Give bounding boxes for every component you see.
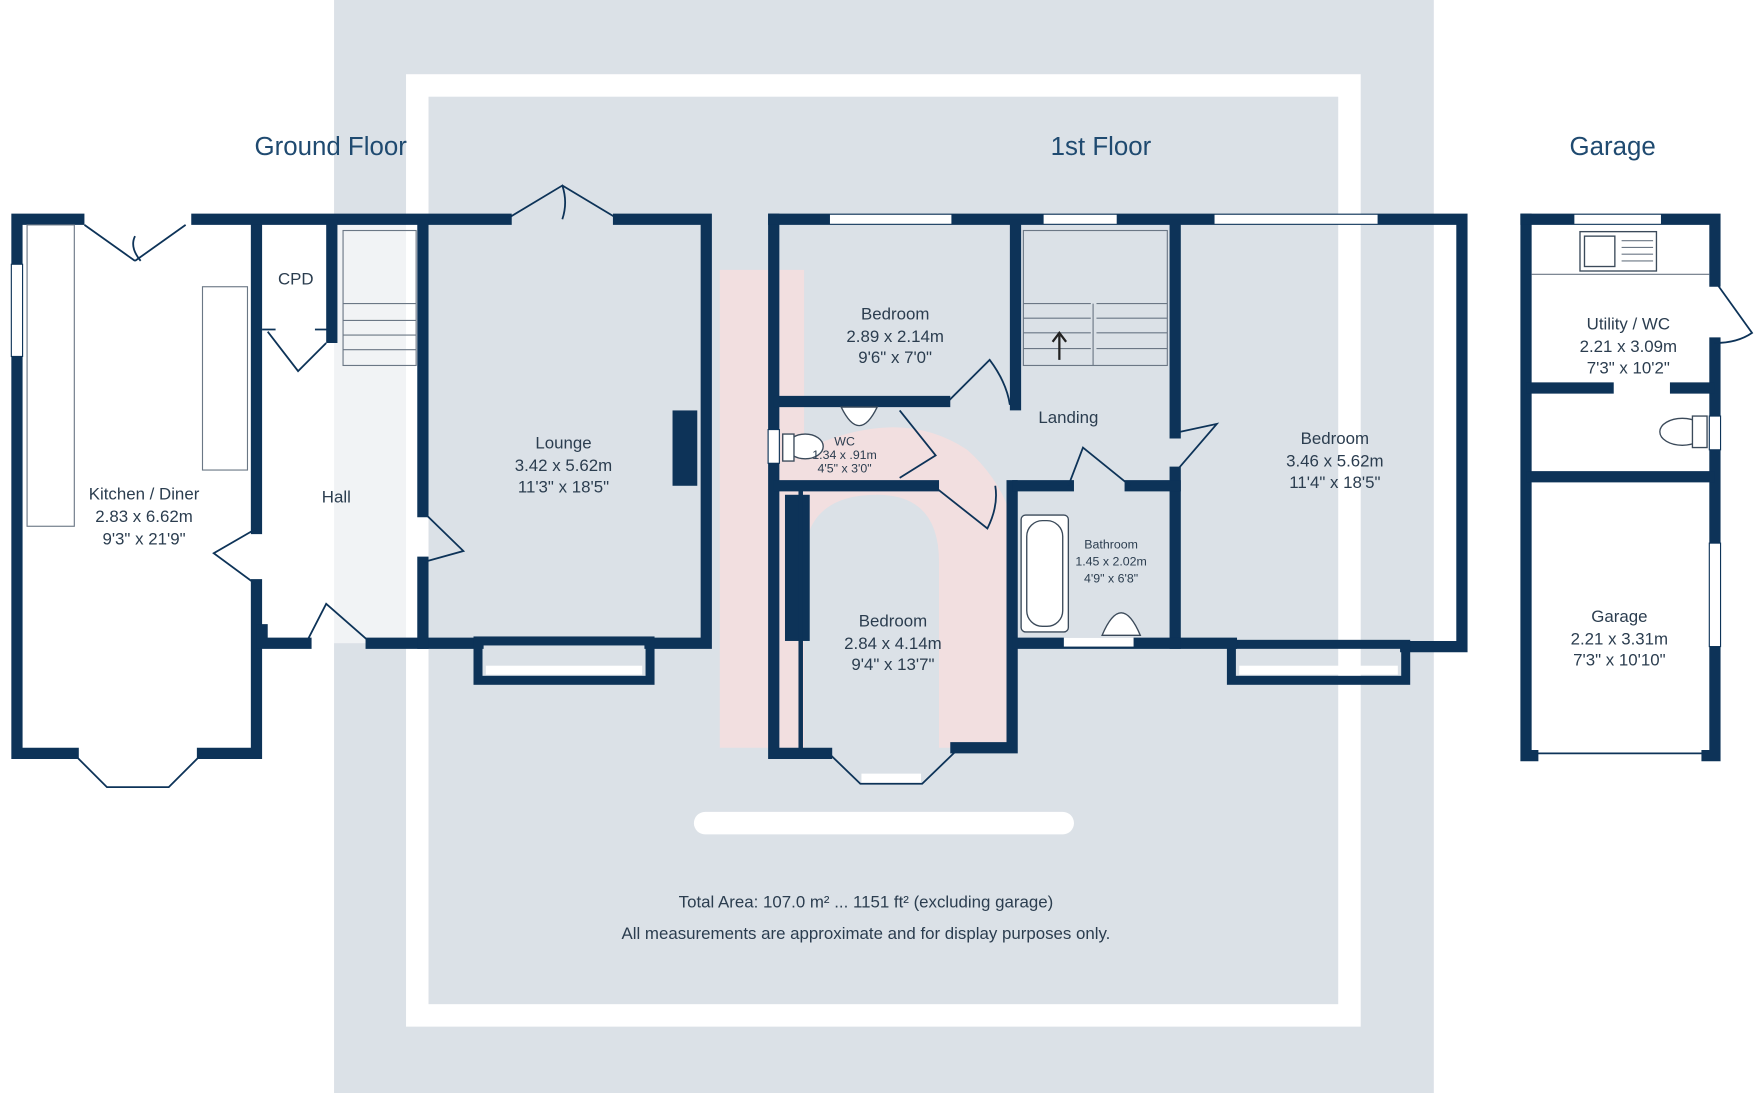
ground-floor-title: Ground Floor [255,133,408,161]
bedroom-small-metric: 2.89 x 2.14m [846,327,943,346]
hall-name: Hall [322,488,351,507]
lounge-imperial: 11'3" x 18'5" [518,478,609,497]
watermark [334,0,1434,1093]
kitchen-name: Kitchen / Diner [89,484,200,503]
garage-imperial: 7'3" x 10'10" [1573,651,1665,670]
disclaimer: All measurements are approximate and for… [622,924,1111,943]
bathroom-imperial: 4'9" x 6'8" [1084,571,1138,585]
basin-icon [1101,612,1142,637]
bedroom-main-imperial: 11'4" x 18'5" [1289,473,1380,492]
bathroom-name: Bathroom [1084,538,1138,552]
garage-title: Garage [1569,133,1655,161]
cpd-name: CPD [278,269,314,288]
first-floor-title: 1st Floor [1051,133,1152,161]
utility-name: Utility / WC [1587,314,1670,333]
garage-name: Garage [1591,607,1647,626]
kitchen-imperial: 9'3" x 21'9" [102,529,185,548]
total-area: Total Area: 107.0 m² ... 1151 ft² (exclu… [679,892,1054,911]
bedroom-front-metric: 2.84 x 4.14m [844,634,941,653]
first-floor-plan [767,213,1468,785]
bedroom-small-imperial: 9'6" x 7'0" [858,348,932,367]
bedroom-main-metric: 3.46 x 5.62m [1286,452,1383,471]
garage-plan [1520,213,1754,762]
garage-metric: 2.21 x 3.31m [1571,629,1668,648]
bedroom-front-name: Bedroom [859,611,927,630]
bedroom-main-name: Bedroom [1301,429,1369,448]
lounge-name: Lounge [535,434,591,453]
bedroom-front-imperial: 9'4" x 13'7" [851,655,934,674]
wc-imperial: 4'5" x 3'0" [818,461,872,475]
logo-bar [693,811,1074,835]
bedroom-small-name: Bedroom [861,304,929,323]
wc-metric: 1.34 x .91m [812,448,877,462]
utility-metric: 2.21 x 3.09m [1580,337,1677,356]
landing-name: Landing [1038,408,1098,427]
ground-floor-plan [10,184,712,789]
kitchen-metric: 2.83 x 6.62m [95,507,192,526]
wc-name: WC [834,434,855,448]
bathroom-metric: 1.45 x 2.02m [1075,555,1146,569]
lounge-metric: 3.42 x 5.62m [515,456,612,475]
wc-basin-icon [840,406,879,427]
utility-imperial: 7'3" x 10'2" [1587,358,1670,377]
